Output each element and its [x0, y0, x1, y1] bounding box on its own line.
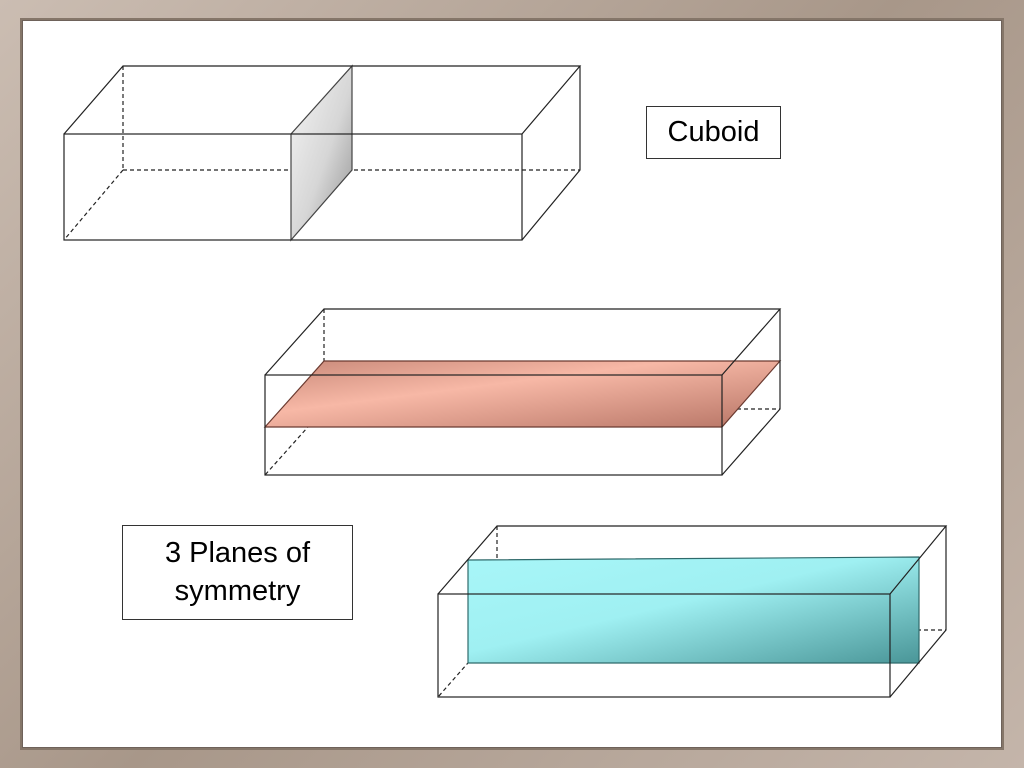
cuboid-2-symmetry-plane	[263, 360, 782, 428]
cuboid-2	[263, 308, 782, 476]
cuboid-2-front-face	[264, 374, 723, 476]
cuboid-1	[63, 64, 582, 242]
cuboid-3-symmetry-plane	[467, 556, 920, 664]
cuboid-1-symmetry-plane	[290, 64, 353, 242]
cuboid-1-right-face	[521, 66, 581, 241]
cuboid-3-right-face	[889, 526, 947, 698]
planes-label-line-1: 3 Planes of	[164, 537, 311, 569]
cuboid-label-text: Cuboid	[667, 116, 760, 148]
planes-label-line-2: symmetry	[174, 575, 301, 607]
cuboid-1-top-face	[63, 65, 582, 135]
cuboid-1-hidden-edges	[63, 66, 580, 241]
cuboid-2-right-face	[721, 309, 781, 476]
cuboid-3-top-face	[437, 525, 948, 595]
cuboid-1-front-face	[63, 133, 523, 241]
cuboid-label: Cuboid	[646, 106, 781, 159]
planes-of-symmetry-label: 3 Planes of symmetry	[122, 525, 353, 620]
cuboid-2-top-face	[264, 308, 782, 376]
cuboid-3	[437, 525, 948, 698]
cuboid-3-front-face	[437, 593, 891, 698]
